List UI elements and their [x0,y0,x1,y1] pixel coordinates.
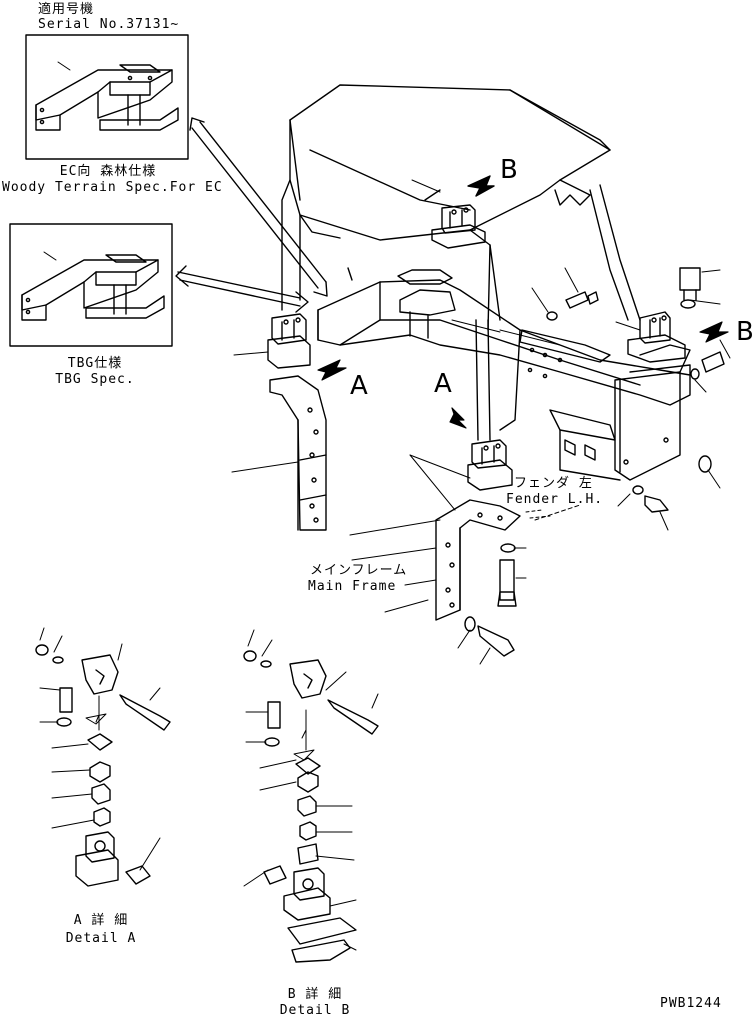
main-frame-label-jp: メインフレーム [310,563,408,578]
fender-label-jp: フェンダ 左 [514,476,593,491]
inset-tbg-drawing [10,224,172,346]
inset-ec-caption-jp: EC向 森林仕様 [59,164,157,179]
detail-b-title-en: Detail B [279,1003,351,1018]
detail-a-title-jp: A 詳 細 [73,913,129,928]
bracket-center [350,455,580,620]
drawing-code: PWB1244 [660,996,722,1011]
view-label-a-top: A [434,369,452,399]
view-arrows [318,322,728,428]
inset-tbg-caption-en: TBG Spec. [55,372,135,387]
main-frame-label-en: Main Frame [308,579,397,594]
bracket-left [232,376,326,530]
fasteners [458,268,730,664]
detail-b-drawing [244,630,378,962]
inset-ec-drawing [26,35,188,159]
detail-a-drawing [36,628,170,886]
fender-frame [318,270,690,480]
mount-a-center [410,320,512,490]
view-label-a-left: A [350,371,368,401]
inset-tbg-caption-jp: TBG仕様 [67,356,123,371]
inset-ec-caption-en: Woody Terrain Spec.For EC [2,180,223,195]
view-label-b-right: B [736,317,752,347]
detail-a-title-en: Detail A [65,931,137,946]
inset-pointer-arrows [176,118,327,312]
view-label-b-top: B [500,155,518,185]
mount-b-top [412,176,494,248]
detail-b-title-jp: B 詳 細 [287,987,343,1002]
fender-label-en: Fender L.H. [506,492,604,507]
cab-outline [282,85,640,330]
inset-ec-serial: Serial No.37131~ [38,17,180,32]
mount-b-right [616,312,685,362]
mount-a-left [234,314,310,368]
inset-ec-title-jp: 適用号機 [38,2,95,17]
